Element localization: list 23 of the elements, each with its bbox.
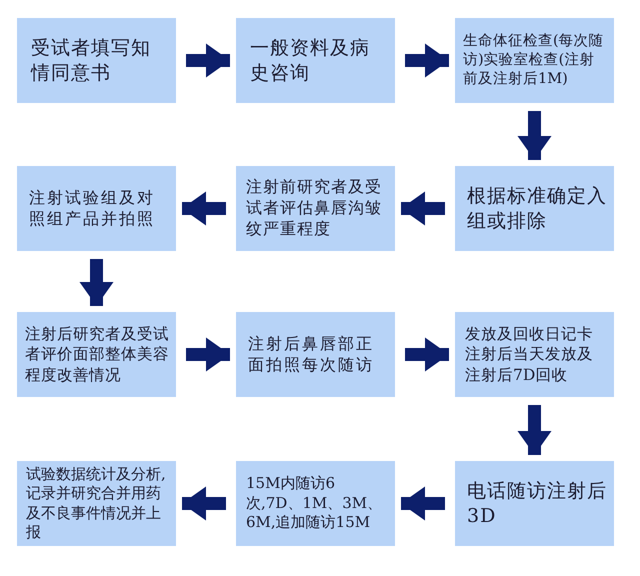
process-box: 注射后研究者及受试者评价面部整体美容程度改善情况 <box>17 312 176 397</box>
process-box: 一般资料及病史咨询 <box>236 18 395 103</box>
process-box: 电话随访注射后3D <box>455 461 614 546</box>
arrow <box>186 338 230 372</box>
arrow <box>405 44 449 78</box>
arrow <box>518 111 552 160</box>
arrow <box>80 259 114 306</box>
arrow <box>186 44 230 78</box>
process-box: 受试者填写知情同意书 <box>17 18 176 103</box>
arrow <box>182 192 226 226</box>
arrow <box>401 486 445 520</box>
arrow <box>518 405 552 455</box>
arrow <box>182 486 226 520</box>
process-box: 15M内随访6次,7D、1M、3M、6M,追加随访15M <box>236 461 395 546</box>
process-box: 试验数据统计及分析,记录并研究合并用药及不良事件情况并上报 <box>17 461 176 546</box>
process-box: 注射试验组及对照组产品并拍照 <box>17 166 176 251</box>
process-box: 注射前研究者及受试者评估鼻唇沟皱纹严重程度 <box>236 166 395 251</box>
arrow <box>401 192 445 226</box>
process-box: 发放及回收日记卡注射后当天发放及注射后7D回收 <box>455 312 614 397</box>
arrow <box>405 338 449 372</box>
process-box: 注射后鼻唇部正面拍照每次随访 <box>236 312 395 397</box>
process-box: 根据标准确定入组或排除 <box>455 166 614 251</box>
process-box: 生命体征检查(每次随访)实验室检查(注射前及注射后1M) <box>455 18 614 103</box>
